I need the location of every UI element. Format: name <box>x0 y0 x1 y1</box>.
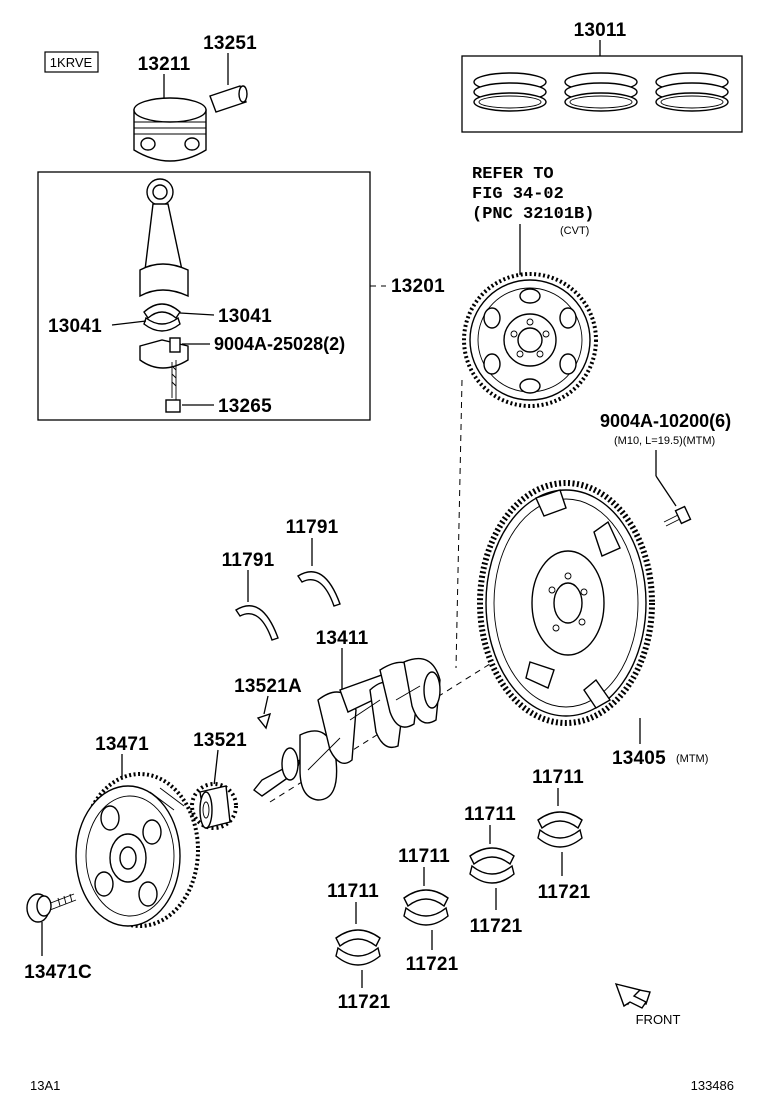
main-bearing-upper-2 <box>403 889 449 908</box>
label-13251: 13251 <box>203 33 257 54</box>
piston <box>133 97 207 162</box>
label-9004a-10200: 9004A-10200(6) <box>600 411 731 431</box>
crankshaft <box>253 657 441 801</box>
main-bearing-lower-4 <box>537 828 583 848</box>
main-bearing-lower-3 <box>469 864 515 884</box>
rod-bolt <box>165 360 181 413</box>
label-13521a: 13521A <box>234 676 302 697</box>
main-bearing-upper-4 <box>537 811 583 830</box>
footer-right: 133486 <box>691 1078 734 1093</box>
label-11711-1: 11711 <box>327 881 379 902</box>
label-11721-1: 11721 <box>338 992 391 1013</box>
crank-key <box>256 712 272 730</box>
piston-ring-set-2 <box>564 72 638 112</box>
flywheel-bolt <box>663 505 692 527</box>
piston-ring-set-3 <box>655 72 729 112</box>
label-11711-2: 11711 <box>398 846 450 867</box>
flywheel <box>477 480 655 726</box>
label-13471c: 13471C <box>24 962 92 983</box>
label-11791-a: 11791 <box>222 550 275 571</box>
refer-note: REFER TO FIG 34-02 (PNC 32101B) (CVT) <box>472 165 594 237</box>
label-13405: 13405 <box>612 748 666 769</box>
thrust-washer-b <box>297 571 341 607</box>
front-arrow-icon <box>614 983 651 1009</box>
label-13411: 13411 <box>316 628 369 649</box>
label-13041-left: 13041 <box>48 316 102 337</box>
engine-code-box <box>44 51 99 73</box>
main-bearing-lower-2 <box>403 906 449 926</box>
label-11791-b: 11791 <box>286 517 339 538</box>
connecting-rod <box>139 178 189 298</box>
drive-plate <box>462 272 598 408</box>
label-11711-3: 11711 <box>464 804 516 825</box>
label-11711-4: 11711 <box>532 767 584 788</box>
main-bearing-upper-1 <box>335 929 381 948</box>
footer-left: 13A1 <box>30 1078 60 1093</box>
thrust-washer-a <box>235 605 279 641</box>
svg-text:(PNC 32101B): (PNC 32101B) <box>472 205 594 224</box>
timing-sprocket <box>190 782 238 830</box>
piston-ring-set-1 <box>473 72 547 112</box>
label-13405-note: (MTM) <box>676 753 708 765</box>
main-bearing-upper-3 <box>469 847 515 866</box>
label-11721-2: 11721 <box>406 954 459 975</box>
engine-code-label: 1KRVE <box>50 55 93 70</box>
svg-text:(CVT): (CVT) <box>560 225 589 237</box>
svg-text:FIG 34-02: FIG 34-02 <box>472 185 564 204</box>
label-11721-3: 11721 <box>470 916 523 937</box>
rod-cap <box>139 339 189 369</box>
label-13201: 13201 <box>391 276 445 297</box>
rod-bearing-upper <box>143 303 181 320</box>
front-label: FRONT <box>636 1012 681 1027</box>
piston-pin <box>209 85 248 113</box>
label-9004a-25028: 9004A-25028(2) <box>214 334 345 354</box>
label-13211: 13211 <box>138 54 191 75</box>
rod-bearing-lower <box>143 316 181 332</box>
svg-text:REFER TO: REFER TO <box>472 165 554 184</box>
connecting-rod-box <box>37 171 371 421</box>
label-13265: 13265 <box>218 396 272 417</box>
label-13521: 13521 <box>193 730 247 751</box>
rod-cap-nut <box>169 337 181 353</box>
label-13011: 13011 <box>574 20 627 41</box>
pulley-bolt <box>26 893 77 923</box>
label-13041-right: 13041 <box>218 306 272 327</box>
label-13471: 13471 <box>95 734 149 755</box>
crank-pulley <box>75 772 200 928</box>
label-9004a-10200-note: (M10, L=19.5)(MTM) <box>614 435 715 447</box>
main-bearing-lower-1 <box>335 946 381 966</box>
label-11721-4: 11721 <box>538 882 591 903</box>
